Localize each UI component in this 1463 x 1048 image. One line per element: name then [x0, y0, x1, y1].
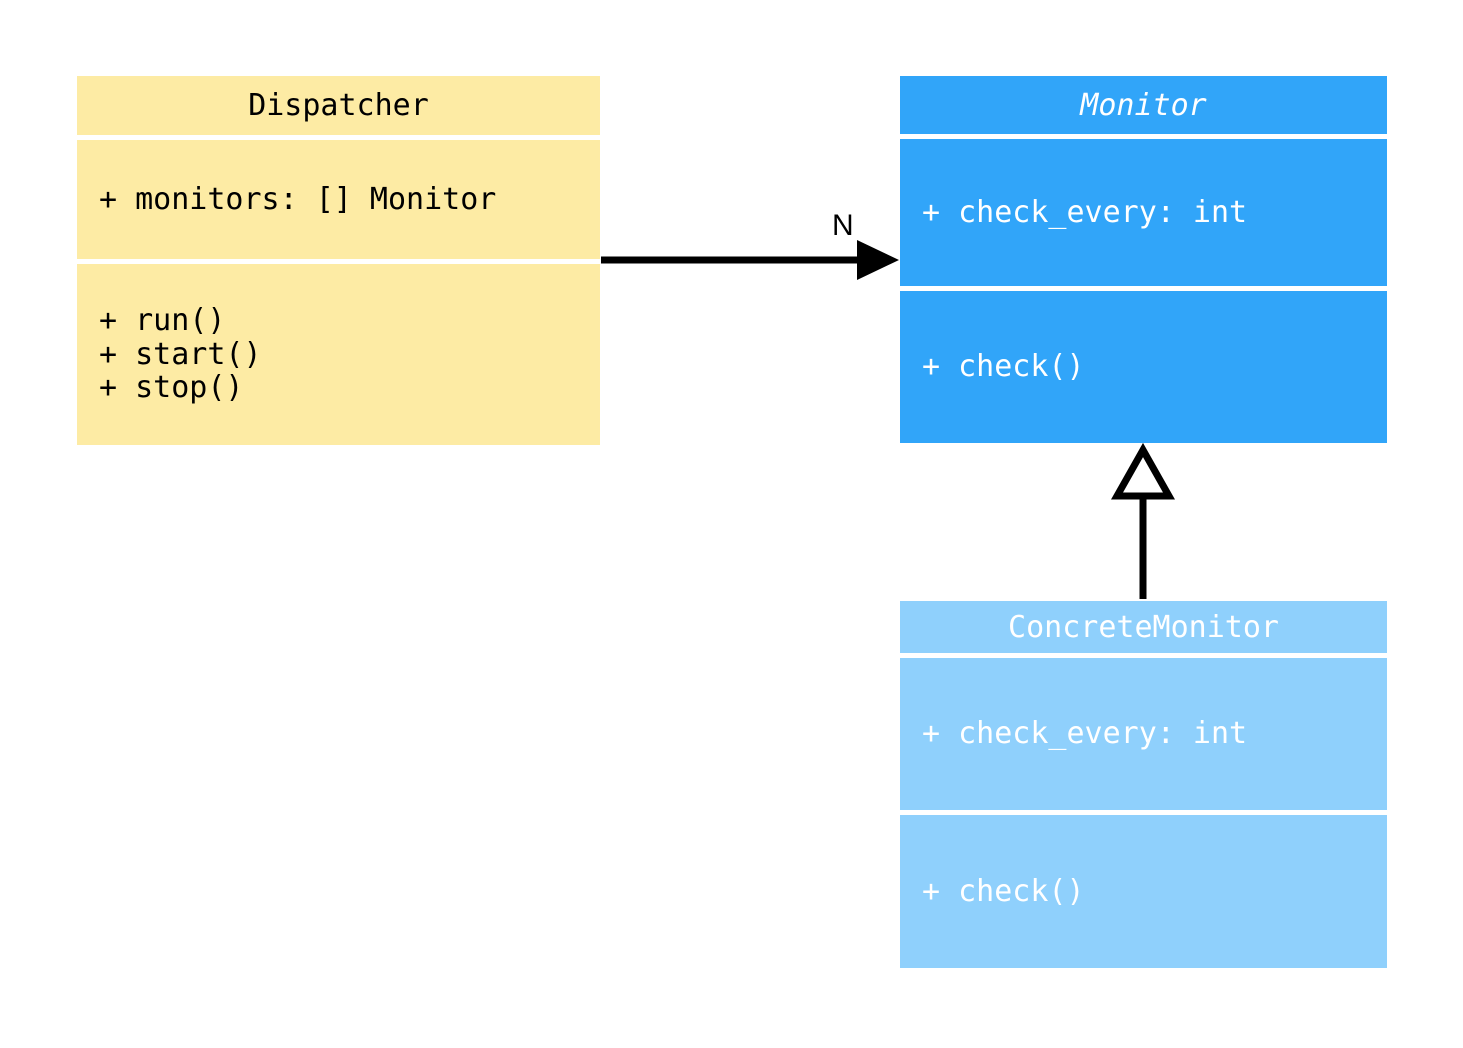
- concrete-monitor-separator-2: [900, 810, 1387, 815]
- concrete-monitor-attribute-check-every: + check_every: int: [922, 716, 1248, 752]
- concrete-monitor-title-compartment: ConcreteMonitor: [900, 601, 1387, 653]
- dispatcher-title-compartment: Dispatcher: [77, 76, 600, 135]
- dispatcher-attributes-compartment: + monitors: [] Monitor: [77, 140, 600, 259]
- class-box-monitor[interactable]: Monitor + check_every: int + check(): [900, 76, 1387, 443]
- hollow-triangle-arrowhead-icon: [1111, 442, 1175, 500]
- association-multiplicity-label: N: [832, 209, 854, 242]
- monitor-methods-compartment: + check(): [900, 291, 1387, 443]
- concrete-monitor-methods-compartment: + check(): [900, 815, 1387, 968]
- monitor-attributes-compartment: + check_every: int: [900, 139, 1387, 286]
- dispatcher-class-name: Dispatcher: [248, 88, 429, 123]
- association-dispatcher-to-monitor: [601, 240, 899, 280]
- monitor-method-check: + check(): [922, 349, 1085, 385]
- monitor-class-name: Monitor: [1080, 87, 1207, 123]
- class-box-concrete-monitor[interactable]: ConcreteMonitor + check_every: int + che…: [900, 601, 1387, 968]
- concrete-monitor-method-check: + check(): [922, 873, 1085, 909]
- dispatcher-method-start: + start(): [99, 336, 262, 372]
- monitor-separator-1: [900, 134, 1387, 139]
- dispatcher-separator-2: [77, 259, 600, 264]
- concrete-monitor-separator-1: [900, 653, 1387, 658]
- dispatcher-method-stop: + stop(): [99, 370, 244, 406]
- class-box-dispatcher[interactable]: Dispatcher + monitors: [] Monitor + run(…: [77, 76, 600, 445]
- monitor-separator-2: [900, 286, 1387, 291]
- dispatcher-attribute-monitors: + monitors: [] Monitor: [99, 181, 497, 217]
- monitor-attribute-check-every: + check_every: int: [922, 194, 1248, 230]
- dispatcher-method-run: + run(): [99, 303, 226, 339]
- concrete-monitor-class-name: ConcreteMonitor: [1008, 609, 1279, 645]
- filled-triangle-arrowhead-icon: [857, 240, 899, 280]
- concrete-monitor-attributes-compartment: + check_every: int: [900, 658, 1387, 810]
- monitor-title-compartment: Monitor: [900, 76, 1387, 134]
- dispatcher-separator-1: [77, 135, 600, 140]
- dispatcher-methods-compartment: + run() + start() + stop(): [77, 264, 600, 445]
- generalization-concrete-to-monitor: [1111, 442, 1175, 599]
